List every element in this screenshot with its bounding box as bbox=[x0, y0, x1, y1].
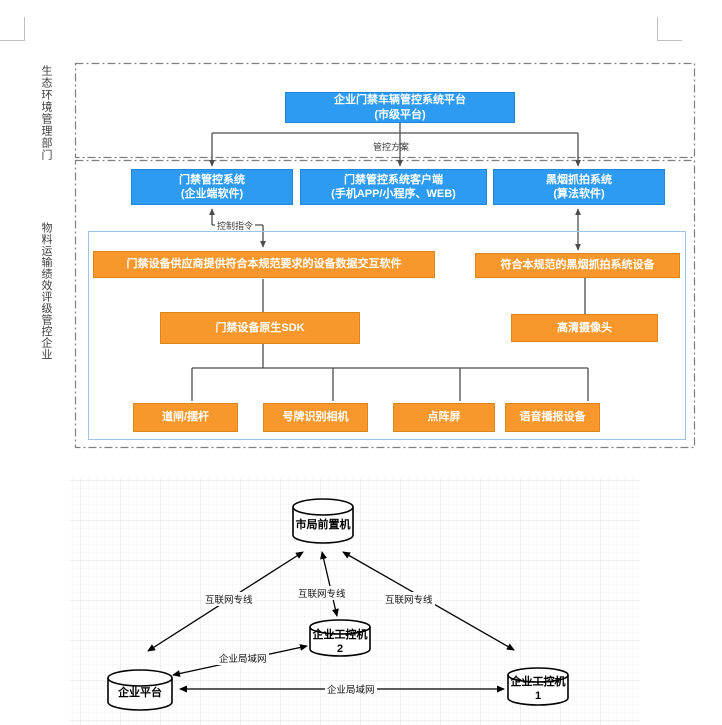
enterprise-device-container bbox=[88, 231, 686, 440]
edge-label-control-plan: 管控方案 bbox=[373, 142, 410, 152]
node-enterprise-platform-label: 企业平台 bbox=[118, 687, 162, 700]
node-hd-camera: 高清摄像头 bbox=[511, 314, 658, 342]
edge-label-internet-line-middle: 互联网专线 bbox=[296, 586, 348, 600]
edge-label-internet-line-left: 互联网专线 bbox=[203, 592, 255, 606]
page-margin-mark-left bbox=[0, 17, 25, 41]
page-margin-mark-right bbox=[657, 17, 682, 41]
edge-label-internet-line-right: 互联网专线 bbox=[383, 592, 435, 606]
zone-label-material-transport-enterprise: 物料运输绩效评级管控企业 bbox=[40, 222, 52, 360]
node-city-platform: 企业门禁车辆管控系统平台 (市级平台) bbox=[285, 92, 515, 123]
node-city-front-machine-label: 市局前置机 bbox=[295, 519, 351, 532]
node-smoke-capture-device: 符合本规范的黑烟抓拍系统设备 bbox=[475, 253, 680, 278]
node-barrier-gate: 道闸/摆杆 bbox=[133, 403, 238, 432]
enterprise-ipc2-cylinder bbox=[309, 619, 371, 657]
node-plate-recognition-camera: 号牌识别相机 bbox=[263, 403, 368, 432]
zone-label-eco-environment-dept: 生态环境管理部门 bbox=[40, 65, 52, 161]
edge-label-lan-lower: 企业局域网 bbox=[325, 682, 377, 696]
zone-bottom-dash-border bbox=[74, 159, 696, 449]
node-access-control-client: 门禁管控系统客户端 (手机APP/小程序、WEB) bbox=[300, 169, 487, 205]
node-black-smoke-capture-system: 黑烟抓拍系统 (算法软件) bbox=[493, 169, 665, 205]
node-supplier-interaction-software: 门禁设备供应商提供符合本规范要求的设备数据交互软件 bbox=[93, 251, 435, 278]
architecture-connectors bbox=[191, 123, 589, 401]
enterprise-ipc1-cylinder bbox=[507, 667, 569, 706]
edge-label-lan-upper: 企业局域网 bbox=[217, 651, 269, 665]
city-front-machine-cylinder bbox=[292, 498, 354, 544]
node-dot-matrix-screen: 点阵屏 bbox=[393, 403, 495, 432]
node-access-control-system: 门禁管控系统 (企业端软件) bbox=[131, 169, 293, 205]
node-ipc2-label: 企业工控机2 bbox=[312, 629, 368, 655]
node-ipc1-label: 企业工控机1 bbox=[510, 676, 566, 702]
edge-label-control-instruction: 控制指令 bbox=[215, 219, 256, 232]
enterprise-platform-cylinder bbox=[107, 669, 173, 711]
zone-top-dash-border bbox=[74, 62, 696, 159]
node-native-sdk: 门禁设备原生SDK bbox=[160, 312, 360, 344]
node-voice-broadcast-device: 语音播报设备 bbox=[505, 403, 600, 432]
